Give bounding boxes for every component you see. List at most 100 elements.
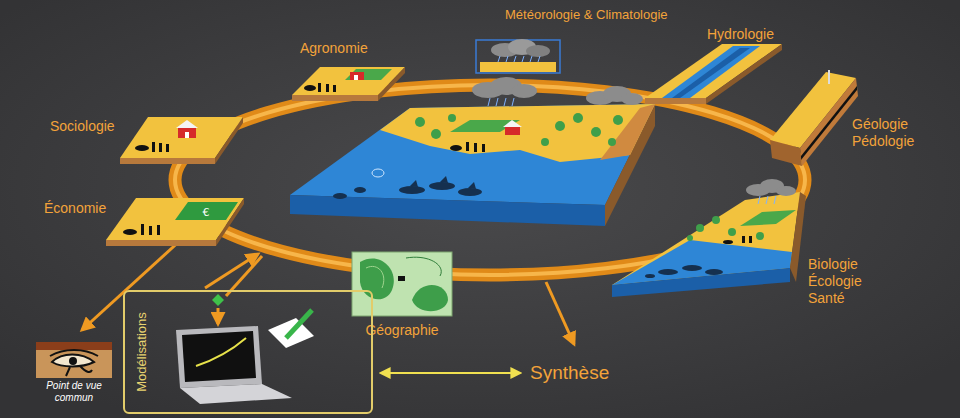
central-landscape: [503, 120, 522, 127]
geographie-map: [406, 257, 441, 276]
central-landscape: [415, 117, 425, 127]
node-text: Hydrologie: [707, 26, 774, 43]
geologie-tile: [800, 78, 858, 166]
sociologie-tile: [166, 144, 169, 152]
eye-picture: [36, 342, 112, 378]
agronomie-tile: [345, 69, 392, 80]
discipline-label: Hydrologie: [707, 26, 774, 43]
economie-tile: [106, 240, 216, 246]
sociologie-tile: [135, 142, 169, 152]
central-landscape: [555, 121, 565, 131]
sociologie-tile: [135, 145, 149, 151]
central-landscape: [458, 188, 482, 196]
central-landscape: [333, 193, 347, 199]
eye-picture: [50, 350, 98, 356]
node-text: Biologie Écologie Santé: [808, 256, 888, 307]
eye-picture: [36, 342, 112, 378]
discipline-label: Économie: [44, 200, 106, 217]
agronomie-tile: [304, 83, 336, 92]
discipline-label: Sociologie: [50, 118, 115, 135]
central-landscape: [591, 127, 601, 137]
biologie-landscape: [687, 235, 693, 241]
agronomie-tile: [333, 85, 336, 92]
central-landscape: [468, 182, 476, 189]
economie-tile: [149, 226, 152, 235]
economie-tile: [141, 224, 144, 235]
central-landscape: [541, 138, 549, 146]
biologie-landscape: [740, 210, 796, 226]
discipline-label: Géologie Pédologie: [852, 116, 952, 150]
geologie-tile: [770, 70, 858, 166]
economie-tile: €: [106, 198, 244, 246]
geologie-tile: [828, 70, 830, 84]
node-text: Géologie Pédologie: [852, 116, 952, 150]
biologie-landscape: [705, 269, 723, 275]
biologie-landscape: [776, 186, 796, 196]
biologie-landscape: [645, 274, 655, 278]
agronomie-tile: [292, 67, 405, 95]
biologie-landscape: [742, 236, 745, 243]
central-landscape: [399, 186, 425, 194]
flow-arrows: [82, 238, 183, 330]
node-text: Géographie: [352, 322, 452, 339]
central-landscape: [505, 126, 520, 135]
meteo-tile: [498, 56, 540, 62]
biologie-landscape: [749, 236, 752, 243]
modelisation-laptop: [196, 338, 246, 366]
central-landscape: [450, 145, 462, 151]
agronomie-tile: [326, 84, 329, 92]
flow-arrows: [217, 308, 220, 324]
sociologie-tile: [120, 117, 243, 164]
biologie-landscape: [696, 224, 704, 232]
sociologie-tile: [178, 127, 196, 138]
central-landscape: [448, 114, 456, 122]
hydrologie-tile: [706, 44, 782, 104]
geologie-tile: [770, 140, 802, 166]
sociologie-tile: [120, 158, 215, 164]
sociologie-tile: [120, 117, 243, 158]
geographie-map: [366, 266, 384, 288]
discipline-label: Géographie: [352, 322, 452, 339]
node-text: Point de vue commun: [30, 380, 118, 404]
biologie-landscape: [746, 179, 796, 196]
central-landscape: [372, 169, 384, 177]
economie-tile: [123, 224, 160, 235]
biologie-landscape: [682, 265, 702, 271]
central-landscape: [290, 77, 655, 226]
common-view-box: Point de vue commun: [30, 338, 118, 404]
eye-picture: [69, 357, 77, 365]
central-landscape: [482, 144, 485, 152]
central-landscape: [440, 176, 448, 183]
central-landscape: [415, 113, 623, 146]
node-text: Modélisations: [133, 312, 150, 392]
central-landscape: [429, 182, 455, 190]
eye-picture: [36, 342, 112, 350]
double-arrow: [381, 372, 520, 374]
central-landscape: [573, 113, 583, 123]
central-landscape: [511, 84, 537, 98]
biologie-landscape: [756, 232, 764, 240]
central-landscape: [450, 142, 485, 152]
central-landscape: [474, 143, 477, 152]
agronomie-tile: [292, 95, 378, 101]
hydrologie-tile: [645, 98, 706, 104]
sociologie-tile: [215, 117, 243, 164]
central-landscape: [613, 115, 623, 125]
sociologie-tile: [159, 143, 162, 152]
geographie-map: [352, 252, 452, 316]
central-landscape: [380, 104, 655, 162]
node-text: Sociologie: [50, 118, 115, 135]
eye-picture: [52, 355, 94, 367]
biologie-landscape: [645, 265, 723, 278]
hydrologie-tile: [672, 48, 750, 98]
central-landscape: [621, 93, 643, 105]
geographie-map: [360, 258, 394, 299]
node-text: Économie: [44, 200, 106, 217]
central-landscape: [410, 180, 418, 187]
economie-tile: [175, 202, 238, 220]
economie-tile: €: [203, 206, 210, 219]
flow-arrows: [546, 282, 574, 344]
agronomie-tile: [354, 75, 358, 80]
meteo-tile: [480, 62, 556, 72]
